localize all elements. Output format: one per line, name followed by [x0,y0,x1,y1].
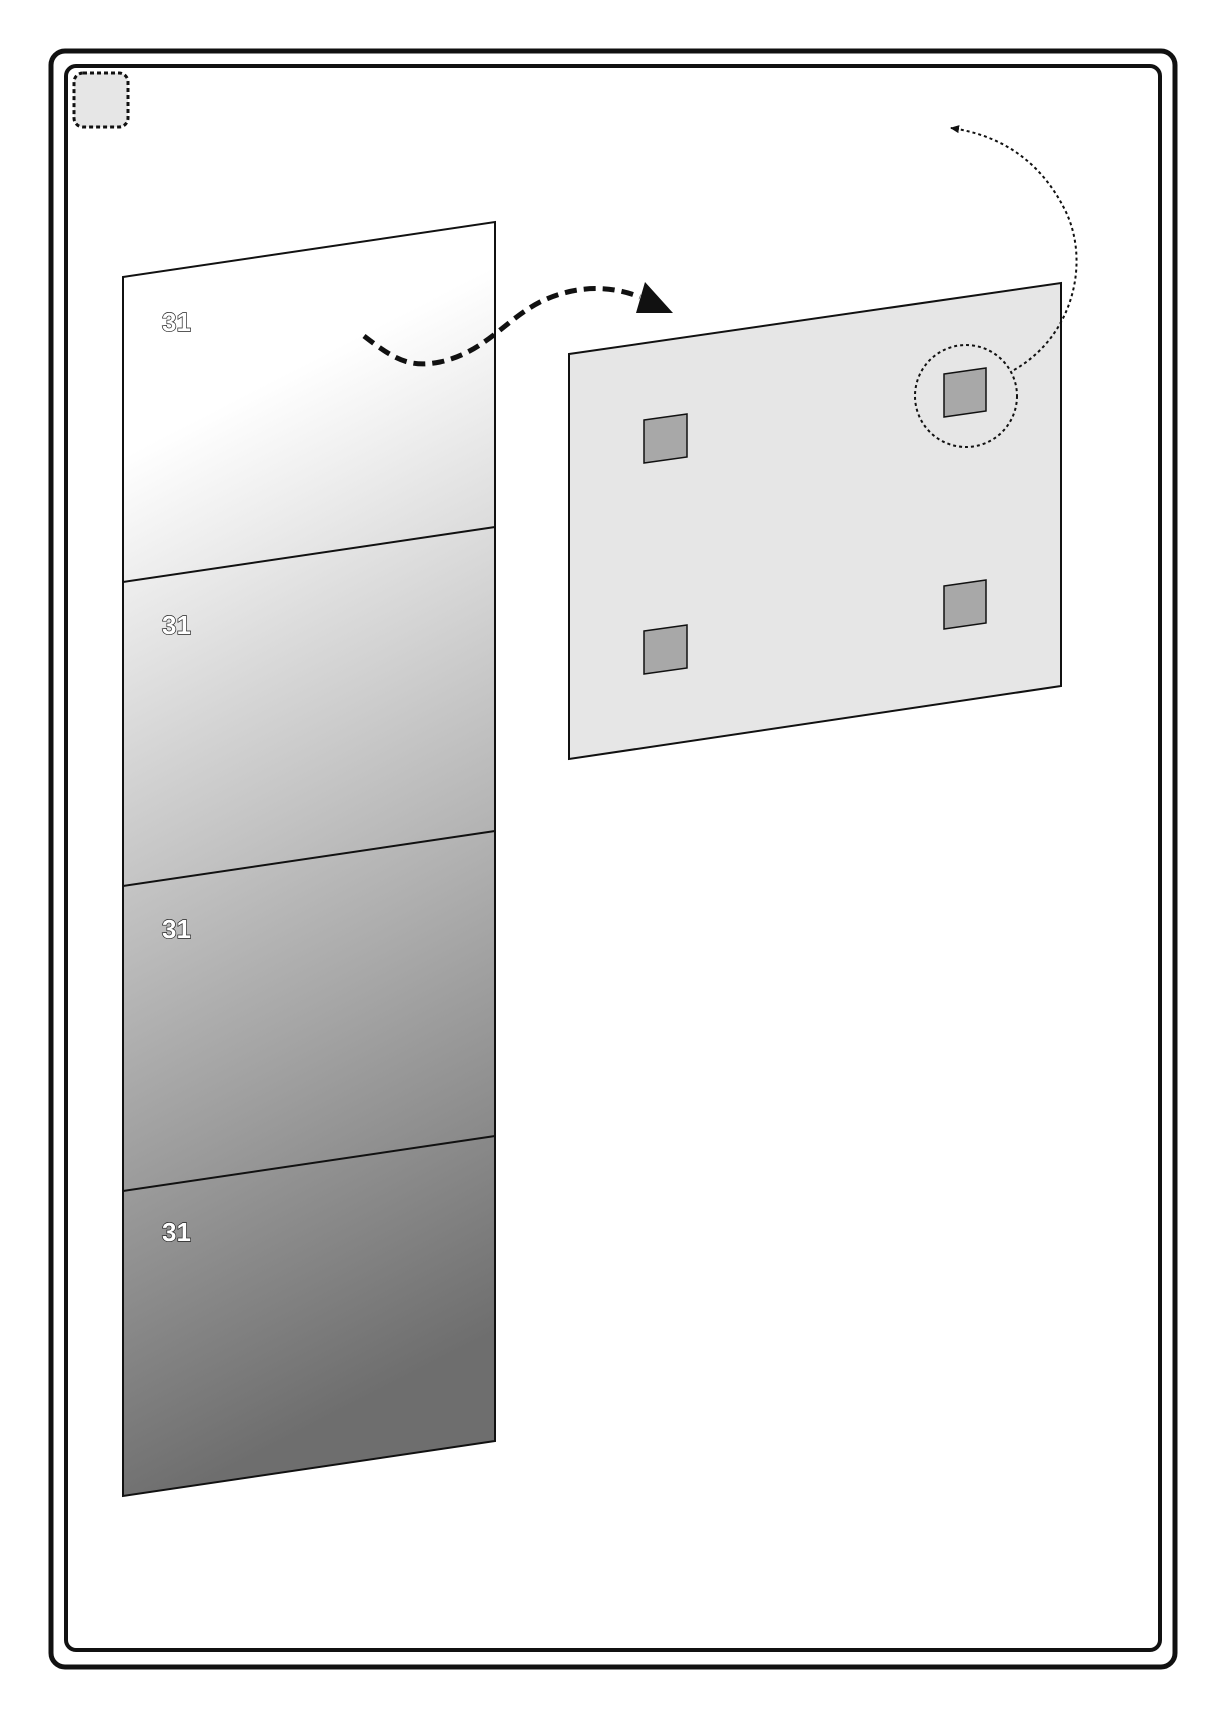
back-board [569,283,1061,759]
panel-label: 31 [162,914,191,944]
adhesive-pad [944,368,986,417]
step-badge-icon [74,73,128,127]
panel-label: 31 [162,610,191,640]
adhesive-pad [644,625,687,674]
panel-label: 31 [162,307,191,337]
panel-label: 31 [162,1217,191,1247]
back-board-outline [569,283,1061,759]
transfer-arrow-head [636,282,673,313]
adhesive-pad [944,580,986,629]
mirror-panel-stack: 31 31 31 31 [123,222,495,1496]
adhesive-pad [644,414,687,463]
